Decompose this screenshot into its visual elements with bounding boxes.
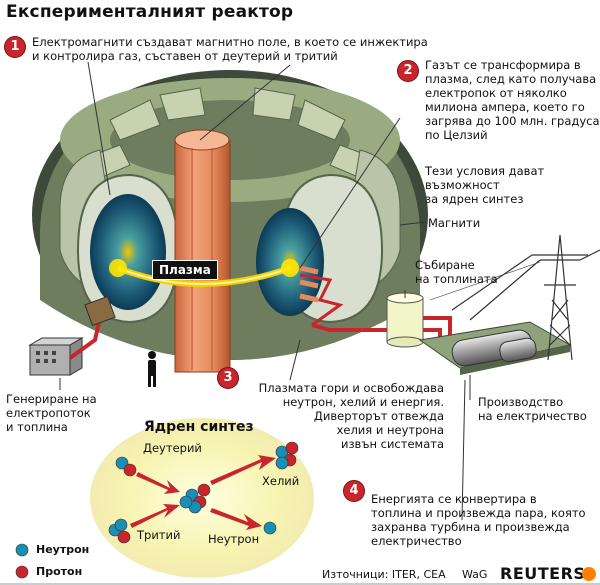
fusion-particles	[108, 441, 299, 544]
step-3-line: неутрон, хелий и енергия.	[282, 395, 444, 409]
magnets-label: Магнити	[428, 216, 481, 230]
step-4-marker: 4	[343, 480, 365, 502]
power-production-line: Производство	[478, 395, 564, 409]
turbine	[418, 321, 572, 375]
power-pylon	[429, 234, 600, 361]
step-2-line: милиона ампера, което го	[425, 100, 585, 114]
plasma-label: Плазма	[152, 260, 218, 280]
legend-proton-label: Протон	[36, 565, 83, 578]
heat-collection-line: Събиране	[415, 258, 475, 272]
step-2-line: електропок от няколко	[425, 86, 567, 100]
step-3-text: Плазмата гори и освобождава неутрон, хел…	[244, 381, 444, 451]
step-1-text: Електромагнити създават магнитно поле, в…	[32, 35, 452, 63]
step-2-line: Газът се трансформира в	[425, 58, 581, 72]
step-2-line: по Целзий	[425, 128, 488, 142]
generator-line: Генериране на	[6, 392, 97, 406]
page-title: Експерименталният реактор	[6, 2, 294, 22]
reuters-dots-icon	[582, 567, 596, 581]
author-text: WaG	[462, 568, 488, 581]
generator-label: Генериране на електропоток и топлина	[6, 392, 97, 434]
tritium-label: Тритий	[137, 528, 181, 542]
step-3-line: Диверторът отвежда	[313, 409, 444, 423]
fusion-arrows	[130, 455, 276, 530]
generator-line: и топлина	[6, 420, 68, 434]
step-4-line: електричество	[371, 534, 462, 548]
step-2-line: загрява до 100 млн. градуса	[425, 114, 600, 128]
step-3-line: Плазмата гори и освобождава	[258, 381, 444, 395]
step-2-text: Газът се трансформира в плазма, след кат…	[425, 58, 600, 142]
legend-neutron-dot	[15, 543, 29, 557]
fusion-title: Ядрен синтез	[144, 419, 254, 435]
conditions-line: възможност	[425, 178, 500, 192]
step-3-line: хелия и неутрона	[336, 423, 444, 437]
step-3-marker: 3	[217, 367, 239, 389]
sources-text: Източници: ITER, CEA	[322, 568, 446, 581]
reuters-logo: REUTERS	[500, 564, 586, 583]
step-1-marker: 1	[4, 36, 26, 58]
neutron-label: Неутрон	[208, 532, 260, 546]
conditions-text: Тези условия дават възможност за ядрен с…	[425, 164, 600, 206]
step-2-marker: 2	[397, 60, 419, 82]
helium-label: Хелий	[262, 474, 300, 488]
power-production-label: Производство на електричество	[478, 395, 587, 423]
step-1-line-1: Електромагнити създават магнитно поле, в…	[32, 35, 428, 49]
conditions-line: за ядрен синтез	[425, 192, 524, 206]
step-1-line-2: и контролира газ, съставен от деутерий и…	[32, 49, 338, 63]
step-3-line: извън системата	[340, 437, 444, 451]
generator-line: електропоток	[6, 406, 91, 420]
step-4-line: топлина и произвежда пара, която	[371, 506, 586, 520]
legend-proton-dot	[15, 565, 29, 579]
legend-neutron-label: Неутрон	[36, 543, 90, 556]
conditions-line: Тези условия дават	[425, 164, 545, 178]
heat-collection-line: на топлината	[415, 272, 498, 286]
generator-box	[28, 295, 116, 376]
deuterium-label: Деутерий	[143, 441, 202, 455]
heat-collection-label: Събиране на топлината	[415, 258, 498, 286]
divertor-pipes	[299, 265, 400, 332]
step-4-line: захранва турбина и произвежда	[371, 520, 570, 534]
person-silhouette	[148, 351, 156, 387]
step-2-line: плазма, след като получава	[425, 72, 597, 86]
step-4-text: Енергията се конвертира в топлина и прои…	[371, 492, 600, 548]
power-production-line: на електричество	[478, 409, 587, 423]
step-4-line: Енергията се конвертира в	[371, 492, 537, 506]
